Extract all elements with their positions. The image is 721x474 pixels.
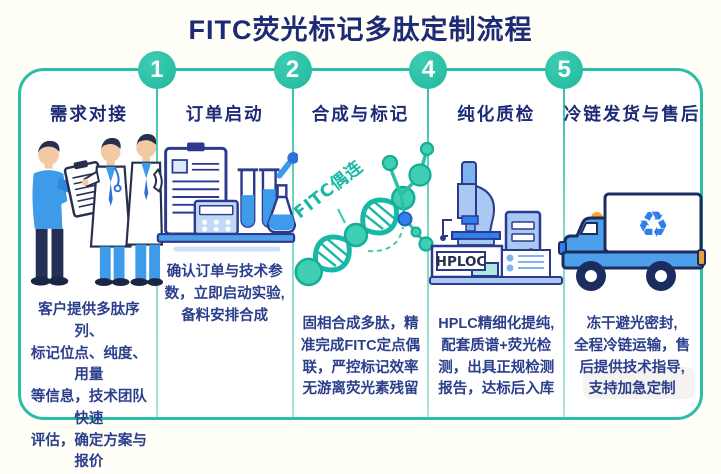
step-description: 确认订单与技术参 数，立即启动实验, 备料安排合成 xyxy=(164,264,285,324)
step-title: 需求对接 xyxy=(49,104,128,124)
lab-order-desk-illustration xyxy=(152,134,298,262)
step-column-order: 订单启动 xyxy=(156,71,298,417)
step-column-requirements: 需求对接 xyxy=(21,71,163,470)
column-divider xyxy=(291,71,294,417)
step-column-shipping: 冷链发货与售后 ♻ xyxy=(558,71,707,417)
people-icon xyxy=(30,134,163,287)
page-title: FITC荧光标记多肽定制流程 xyxy=(188,15,533,45)
fitc-process-infographic: FITC荧光标记多肽定制流程 需求对接 xyxy=(18,15,707,470)
step-title: 合成与标记 xyxy=(311,104,410,124)
step-columns: 需求对接 xyxy=(21,71,707,470)
step-number-badge: 5 xyxy=(545,51,584,89)
step-title: 纯化质检 xyxy=(457,104,536,124)
lab-desk-icon xyxy=(156,142,298,252)
hplc-microscope-icon: HPLOC xyxy=(428,161,563,285)
step-title: 冷链发货与售后 xyxy=(563,104,701,124)
instrument-label: HPLOC xyxy=(435,254,486,270)
hplc-instrument-illustration: HPLOC xyxy=(428,132,565,314)
step-column-synthesis: 合成与标记 xyxy=(289,71,434,417)
step-number-badge: 1 xyxy=(137,51,176,89)
step-column-qc: 纯化质检 xyxy=(428,71,564,417)
step-description: 冻干避光密封, 全程冷链运输，售 后提供技术指导, 支持加急定制 xyxy=(574,316,691,398)
consultation-people-illustration xyxy=(15,128,163,300)
truck-icon: ♻ xyxy=(558,192,707,291)
dna-molecule-icon: FITC偶连 xyxy=(289,141,434,287)
step-description: 固相合成多肽，精 准完成FITC定点偶 联，严控标记效率 无游离荧光素残留 xyxy=(300,316,421,398)
step-title: 订单启动 xyxy=(185,104,264,124)
dna-fitc-molecule-illustration: FITC偶连 xyxy=(288,130,434,314)
process-card: 需求对接 xyxy=(18,51,707,470)
watermark xyxy=(583,367,695,399)
fitc-coupling-label: FITC偶连 xyxy=(289,156,367,223)
recycle-icon: ♻ xyxy=(637,205,669,246)
step-description: 客户提供多肽序列、 标记位点、纯度、用量 等信息，技术团队快速 评估，确定方案与… xyxy=(30,302,147,471)
step-description: HPLC精细化提纯, 配套质谱+荧光检 测，出具正规检测 报告，达标后入库 xyxy=(438,316,555,398)
cold-chain-truck-illustration: ♻ xyxy=(557,130,707,314)
step-number-badge: 4 xyxy=(409,51,448,89)
step-number-badge: 2 xyxy=(273,51,312,89)
